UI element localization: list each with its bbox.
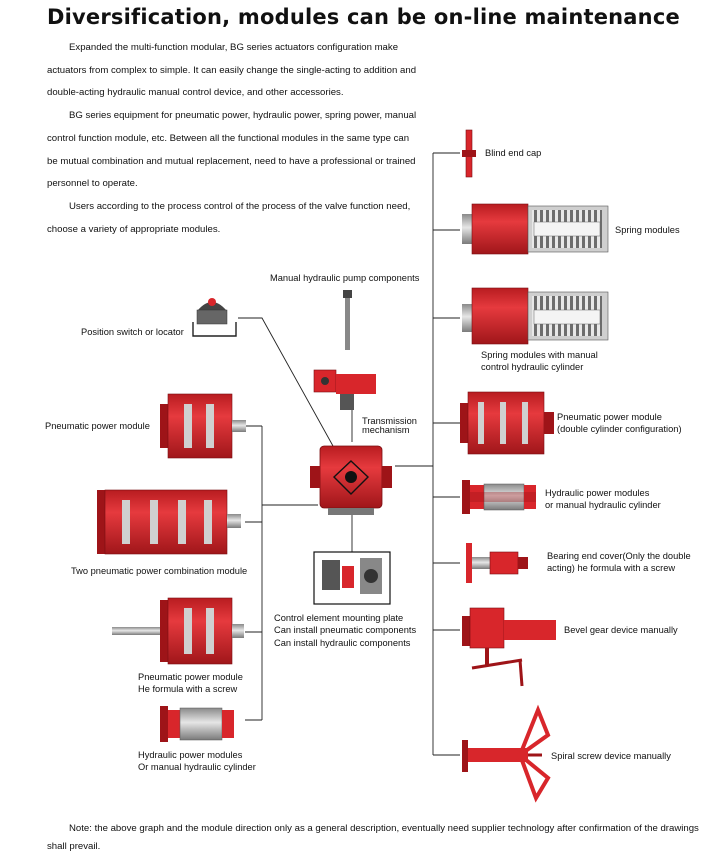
intro-paragraph-2: BG series equipment for pneumatic power,… xyxy=(47,110,417,190)
two-pneumatic-module-icon xyxy=(97,489,241,555)
label-pneumatic-screw-2: He formula with a screw xyxy=(138,684,238,694)
label-transmission-2: mechanism xyxy=(362,425,410,435)
label-bearing-1: Bearing end cover(Only the double xyxy=(547,551,691,561)
central-actuator-icon xyxy=(310,445,392,515)
label-pneumatic-left: Pneumatic power module xyxy=(45,421,150,431)
spring-manual-module-icon xyxy=(462,287,609,345)
pneumatic-screw-module-icon xyxy=(112,597,244,665)
pneumatic-module-left-icon xyxy=(160,393,246,459)
label-two-pneumatic: Two pneumatic power combination module xyxy=(71,566,248,576)
hydraulic-pump-icon xyxy=(313,290,376,410)
label-bearing-2: acting) he formula with a screw xyxy=(547,563,676,573)
label-pump: Manual hydraulic pump components xyxy=(270,273,420,283)
label-spiral-screw: Spiral screw device manually xyxy=(551,751,671,761)
label-hydraulic-right-1: Hydraulic power modules xyxy=(545,488,650,498)
spiral-screw-icon xyxy=(462,704,551,803)
label-bevel-gear: Bevel gear device manually xyxy=(564,625,678,635)
label-hydraulic-right-2: or manual hydraulic cylinder xyxy=(545,500,661,510)
page-title: Diversification, modules can be on-line … xyxy=(47,5,680,29)
label-spring-modules: Spring modules xyxy=(615,225,680,235)
bevel-gear-icon xyxy=(462,607,556,687)
label-hydraulic-left-1: Hydraulic power modules xyxy=(138,750,243,760)
label-spring-manual-1: Spring modules with manual xyxy=(481,350,598,360)
blind-end-cap-icon xyxy=(462,129,476,178)
intro-text: Expanded the multi-function modular, BG … xyxy=(47,37,417,241)
label-hydraulic-left-2: Or manual hydraulic cylinder xyxy=(138,762,256,772)
position-switch-icon xyxy=(192,298,237,337)
hydraulic-module-right-icon xyxy=(462,480,536,514)
connector-lines xyxy=(238,152,460,756)
control-plate-icon xyxy=(313,551,391,605)
label-spring-manual-2: control hydraulic cylinder xyxy=(481,362,584,372)
label-pneumatic-double-2: (double cylinder configuration) xyxy=(557,424,682,434)
label-pneumatic-double-1: Pneumatic power module xyxy=(557,412,662,422)
label-blind-end-cap: Blind end cap xyxy=(485,148,542,158)
bearing-end-cover-icon xyxy=(466,543,528,583)
label-position-switch: Position switch or locator xyxy=(81,327,184,337)
label-transmission-1: Transmission xyxy=(362,416,417,426)
footnote: Note: the above graph and the module dir… xyxy=(47,823,699,852)
label-control-plate-3: Can install hydraulic components xyxy=(274,638,411,648)
label-control-plate-1: Control element mounting plate xyxy=(274,613,404,623)
intro-paragraph-3: Users according to the process control o… xyxy=(47,200,411,235)
hydraulic-module-left-icon xyxy=(160,706,234,742)
intro-paragraph-1: Expanded the multi-function modular, BG … xyxy=(47,42,417,99)
label-control-plate-2: Can install pneumatic components xyxy=(274,625,417,635)
pneumatic-double-cylinder-icon xyxy=(460,391,554,455)
label-pneumatic-screw-1: Pneumatic power module xyxy=(138,672,243,682)
spring-module-icon xyxy=(462,203,609,255)
